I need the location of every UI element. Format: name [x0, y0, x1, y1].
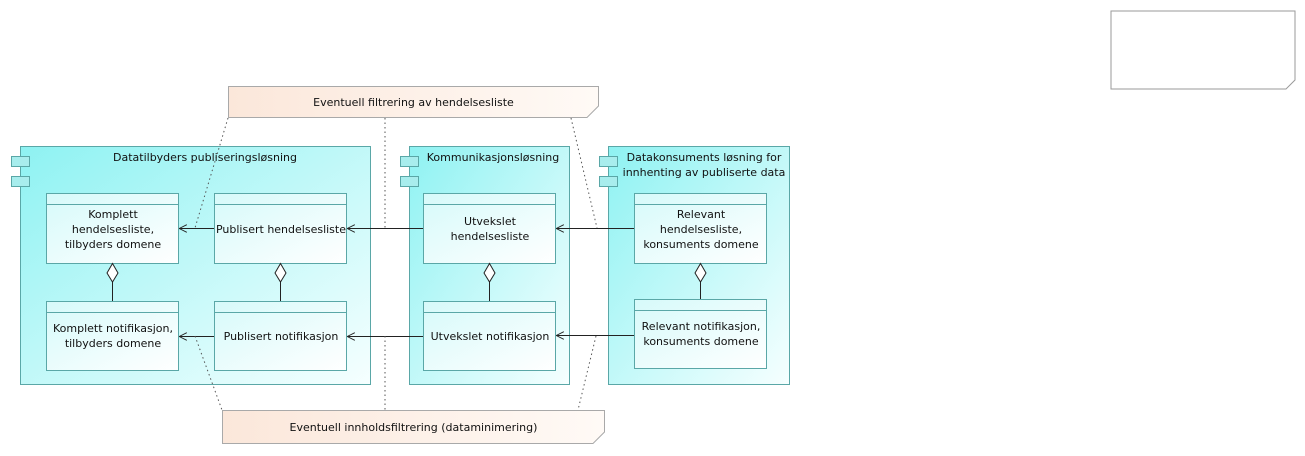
object-relevant-event-list: Relevant hendelsesliste, konsuments dome…	[635, 205, 767, 253]
note-content-filtering-shape	[222, 410, 605, 444]
object-label: Komplett hendelsesliste, tilbyders domen…	[64, 207, 162, 251]
note-label: Eventuell filtrering av hendelsesliste	[313, 96, 514, 109]
object-complete-notification: Komplett notifikasjon, tilbyders domene	[47, 313, 179, 359]
object-label: Relevant hendelsesliste, konsuments dome…	[643, 207, 759, 251]
note-event-list-filtering: Eventuell filtrering av hendelsesliste	[229, 87, 598, 118]
component-icon	[400, 156, 419, 167]
object-complete-event-list: Komplett hendelsesliste, tilbyders domen…	[47, 205, 179, 253]
object-label: Publisert notifikasjon	[223, 329, 339, 343]
component-icon	[599, 156, 618, 167]
note-content-filtering: Eventuell innholdsfiltrering (dataminime…	[223, 411, 604, 444]
component-title-communication: Kommunikasjonsløsning	[426, 151, 560, 164]
component-icon	[400, 176, 419, 187]
object-label: Publisert hendelsesliste	[215, 222, 346, 236]
aggregation-relations	[106, 262, 707, 301]
note-association-lines	[194, 117, 598, 411]
component-icon	[599, 176, 618, 187]
note-event-list-filtering-shape	[228, 86, 599, 118]
component-title-publisher: Datatilbyders publiseringsløsning	[113, 151, 297, 164]
empty-note-frame	[1110, 10, 1296, 90]
object-label: Utvekslet notifikasjon	[430, 329, 550, 343]
object-exchanged-notification: Utvekslet notifikasjon	[424, 313, 556, 359]
object-label: Relevant notifikasjon, konsuments domene	[641, 320, 761, 348]
object-published-notification: Publisert notifikasjon	[215, 313, 347, 359]
object-exchanged-event-list: Utvekslet hendelsesliste	[424, 205, 556, 253]
component-icon	[11, 176, 30, 187]
object-boxes	[46, 193, 767, 371]
component-icon	[11, 156, 30, 167]
component-title-consumer: Datakonsuments løsning for innhenting av…	[622, 151, 786, 179]
object-label: Komplett notifikasjon, tilbyders domene	[53, 322, 173, 350]
note-label: Eventuell innholdsfiltrering (dataminime…	[289, 421, 538, 434]
object-label: Utvekslet hendelsesliste	[450, 215, 530, 243]
object-published-event-list: Publisert hendelsesliste	[215, 205, 347, 253]
object-relevant-notification: Relevant notifikasjon, konsuments domene	[635, 311, 767, 357]
